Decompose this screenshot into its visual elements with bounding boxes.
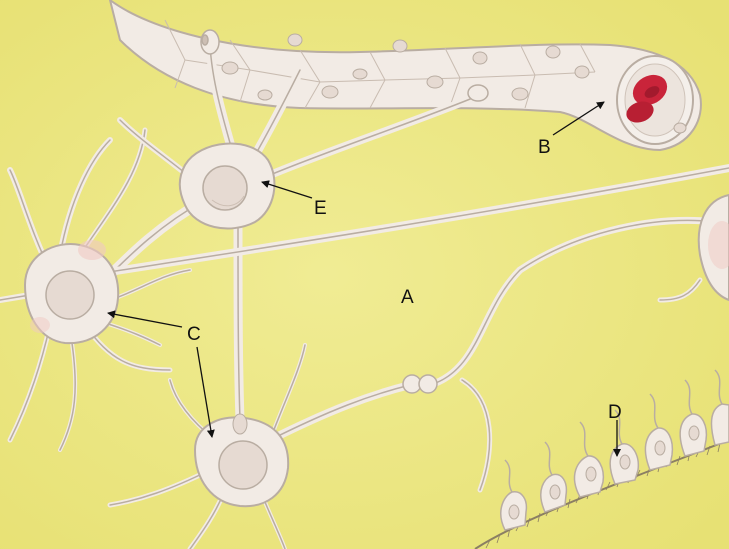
label-e: E [314, 198, 327, 219]
label-d: D [608, 402, 622, 423]
label-a: A [401, 287, 414, 308]
label-b: B [538, 137, 551, 158]
label-c: C [187, 324, 201, 345]
astrocyte [180, 144, 275, 229]
